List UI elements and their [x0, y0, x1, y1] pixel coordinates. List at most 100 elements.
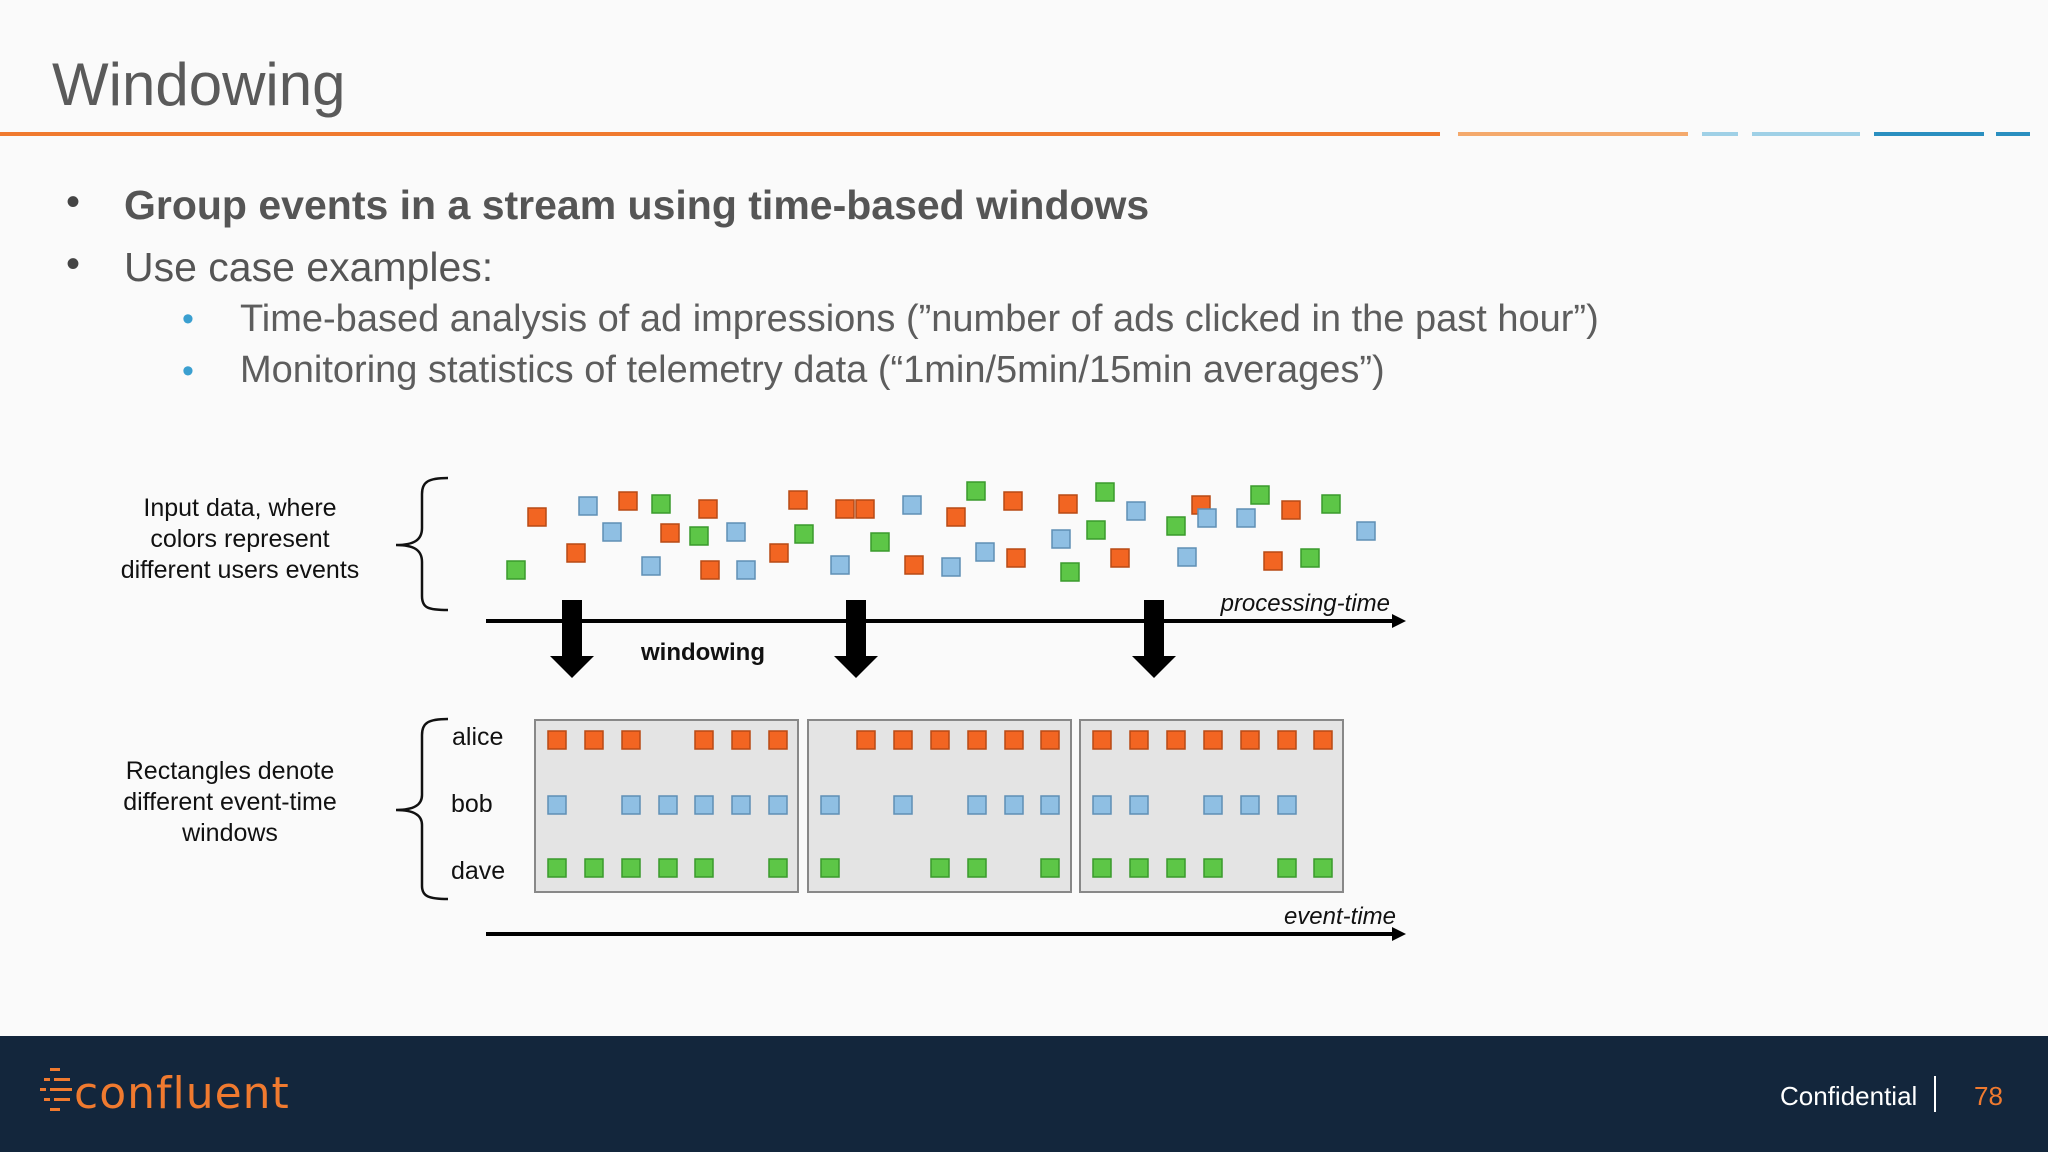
- windowing-arrow: [1132, 600, 1176, 678]
- alice-windowed-event: [1004, 730, 1024, 750]
- bob-windowed-event: [694, 795, 714, 815]
- title-underline: [0, 132, 2030, 136]
- bob-input-event: [902, 495, 922, 515]
- alice-input-event: [700, 560, 720, 580]
- bullet-telemetry: Monitoring statistics of telemetry data …: [240, 349, 1385, 391]
- dave-input-event: [1060, 562, 1080, 582]
- dave-input-event: [966, 481, 986, 501]
- bullet-dot: •: [182, 300, 194, 338]
- alice-windowed-event: [1203, 730, 1223, 750]
- dave-input-event: [689, 526, 709, 546]
- bob-input-event: [641, 556, 661, 576]
- processing-time-label: processing-time: [1220, 590, 1390, 617]
- bob-windowed-event: [658, 795, 678, 815]
- dave-windowed-event: [1166, 858, 1186, 878]
- alice-input-event: [698, 499, 718, 519]
- bullet-ad-impressions: Time-based analysis of ad impressions (”…: [240, 298, 1599, 340]
- bob-windowed-event: [1004, 795, 1024, 815]
- confidential-label: Confidential: [1780, 1081, 1918, 1111]
- alice-windowed-event: [930, 730, 950, 750]
- dave-windowed-event: [1040, 858, 1060, 878]
- user-label-dave: dave: [451, 857, 506, 885]
- alice-windowed-event: [1313, 730, 1333, 750]
- bullet-dot: •: [66, 180, 81, 224]
- processing-time-arrowhead: [1392, 614, 1406, 628]
- dave-windowed-event: [1313, 858, 1333, 878]
- alice-windowed-event: [1129, 730, 1149, 750]
- alice-input-event: [1263, 551, 1283, 571]
- bob-windowed-event: [893, 795, 913, 815]
- alice-input-event: [1003, 491, 1023, 511]
- bob-input-event: [1126, 501, 1146, 521]
- dave-windowed-event: [1092, 858, 1112, 878]
- page-number: 78: [1974, 1081, 2003, 1111]
- bob-input-event: [1051, 529, 1071, 549]
- bullet-dot: •: [182, 352, 194, 390]
- footer-separator: [1934, 1076, 1936, 1112]
- bob-windowed-event: [731, 795, 751, 815]
- bob-input-event: [975, 542, 995, 562]
- confluent-logo: confluent: [40, 1068, 290, 1119]
- alice-windowed-event: [584, 730, 604, 750]
- dave-windowed-event: [1129, 858, 1149, 878]
- bob-input-event: [736, 560, 756, 580]
- alice-input-event: [1110, 548, 1130, 568]
- alice-input-event: [904, 555, 924, 575]
- dave-windowed-event: [820, 858, 840, 878]
- alice-windowed-event: [694, 730, 714, 750]
- alice-windowed-event: [1040, 730, 1060, 750]
- dave-windowed-event: [694, 858, 714, 878]
- bob-windowed-event: [1240, 795, 1260, 815]
- bob-windowed-event: [1203, 795, 1223, 815]
- bob-windowed-event: [768, 795, 788, 815]
- bob-input-event: [726, 522, 746, 542]
- bob-windowed-event: [1092, 795, 1112, 815]
- windows-brace: [395, 717, 449, 901]
- windowed-events: [547, 730, 1333, 878]
- alice-windowed-event: [1092, 730, 1112, 750]
- alice-windowed-event: [967, 730, 987, 750]
- bob-input-event: [830, 555, 850, 575]
- alice-windowed-event: [731, 730, 751, 750]
- bullet-use-cases: Use case examples:: [124, 244, 494, 290]
- bob-windowed-event: [820, 795, 840, 815]
- alice-input-event: [788, 490, 808, 510]
- bob-windowed-event: [1040, 795, 1060, 815]
- input-brace: [395, 476, 449, 612]
- user-label-bob: bob: [451, 790, 493, 818]
- bob-windowed-event: [1129, 795, 1149, 815]
- dave-input-event: [1250, 485, 1270, 505]
- dave-windowed-event: [584, 858, 604, 878]
- windowing-label: windowing: [640, 639, 765, 666]
- windowing-diagram: processing-time windowing event-time: [395, 476, 1406, 941]
- alice-windowed-event: [1166, 730, 1186, 750]
- event-time-arrowhead: [1392, 927, 1406, 941]
- alice-input-event: [527, 507, 547, 527]
- event-time-label: event-time: [1284, 903, 1396, 930]
- dave-input-event: [870, 532, 890, 552]
- alice-windowed-event: [856, 730, 876, 750]
- dave-input-event: [794, 524, 814, 544]
- alice-input-event: [618, 491, 638, 511]
- alice-windowed-event: [893, 730, 913, 750]
- confluent-wordmark: confluent: [74, 1068, 290, 1119]
- confluent-logo-mark: [40, 1068, 72, 1111]
- dave-windowed-event: [547, 858, 567, 878]
- alice-input-event: [566, 543, 586, 563]
- alice-windowed-event: [547, 730, 567, 750]
- bob-input-event: [1197, 508, 1217, 528]
- alice-input-event: [1281, 500, 1301, 520]
- windowing-arrow: [550, 600, 594, 678]
- alice-windowed-event: [1240, 730, 1260, 750]
- dave-windowed-event: [768, 858, 788, 878]
- dave-input-event: [1321, 494, 1341, 514]
- bob-windowed-event: [547, 795, 567, 815]
- alice-input-event: [946, 507, 966, 527]
- bullet-group-events: Group events in a stream using time-base…: [124, 182, 1150, 228]
- dave-input-event: [506, 560, 526, 580]
- input-events: [506, 481, 1376, 582]
- windows-label: Rectangles denote different event-time w…: [123, 757, 337, 847]
- alice-input-event: [769, 543, 789, 563]
- alice-input-event: [660, 523, 680, 543]
